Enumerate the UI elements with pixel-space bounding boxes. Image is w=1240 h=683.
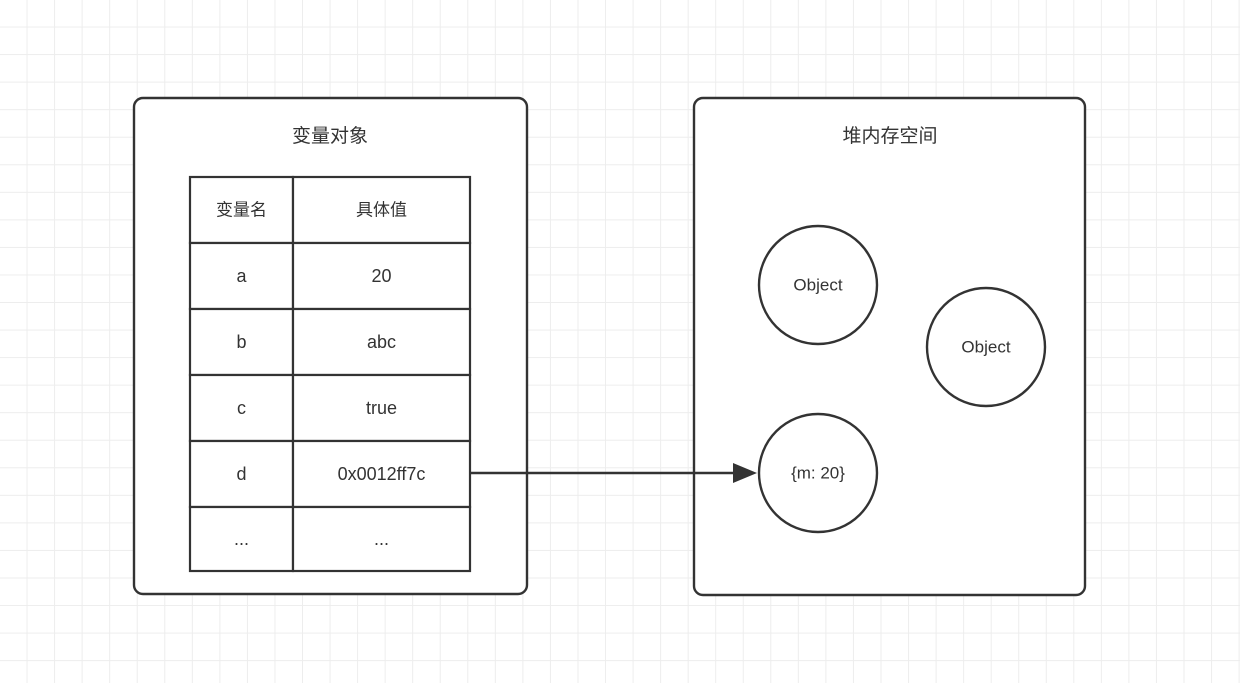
heap-object-circle: [757, 224, 879, 346]
heap-object-node: Object: [757, 224, 879, 346]
table-row: ... ...: [188, 505, 472, 573]
table-row: c true: [188, 373, 472, 443]
table-cell-value: abc: [367, 332, 396, 352]
table-cell-value-pointer: 0x0012ff7c: [338, 464, 426, 484]
variable-object-panel-title: 变量对象: [292, 125, 368, 147]
table-cell-name: a: [236, 266, 247, 286]
pointer-arrow-head: [733, 463, 757, 483]
heap-memory-panel: 堆内存空间 Object Object {m: 20}: [692, 96, 1087, 597]
table-cell-name-box: [188, 505, 295, 573]
table-row: b abc: [188, 307, 472, 377]
table-cell-name: b: [236, 332, 246, 352]
table-cell-name: ...: [234, 529, 249, 549]
table-header-row: 变量名 具体值: [188, 175, 472, 245]
table-cell-value-box: [291, 439, 472, 509]
table-header-cell-value: 具体值: [356, 200, 407, 219]
table-header-cell-name: 变量名: [216, 200, 267, 219]
table-cell-name: c: [237, 398, 246, 418]
table-cell-value: 20: [371, 266, 391, 286]
heap-object-circle: [757, 412, 879, 534]
variable-table: 变量名 具体值 a 20 b abc: [188, 175, 472, 573]
heap-object-circle: [925, 286, 1047, 408]
heap-memory-panel-title: 堆内存空间: [842, 125, 937, 147]
table-cell-name-box: [188, 241, 295, 311]
table-cell-name-box: [188, 439, 295, 509]
table-cell-value-box: [291, 373, 472, 443]
heap-object-node: Object: [925, 286, 1047, 408]
table-cell-value-box: [291, 505, 472, 573]
heap-object-node-referenced: {m: 20}: [757, 412, 879, 534]
table-row: d 0x0012ff7c: [188, 439, 472, 509]
heap-object-label: Object: [793, 275, 842, 294]
heap-object-label: {m: 20}: [791, 463, 845, 482]
variable-object-panel: 变量对象 变量名 具体值 a 20: [132, 96, 529, 596]
table-row: a 20: [188, 241, 472, 311]
table-cell-value: true: [366, 398, 397, 418]
table-header-cell-value-box: [291, 175, 472, 245]
table-cell-value: ...: [374, 529, 389, 549]
pointer-arrow: [470, 463, 757, 483]
heap-object-label: Object: [961, 337, 1010, 356]
table-header-cell-name-box: [188, 175, 295, 245]
table-cell-name: d: [236, 464, 246, 484]
